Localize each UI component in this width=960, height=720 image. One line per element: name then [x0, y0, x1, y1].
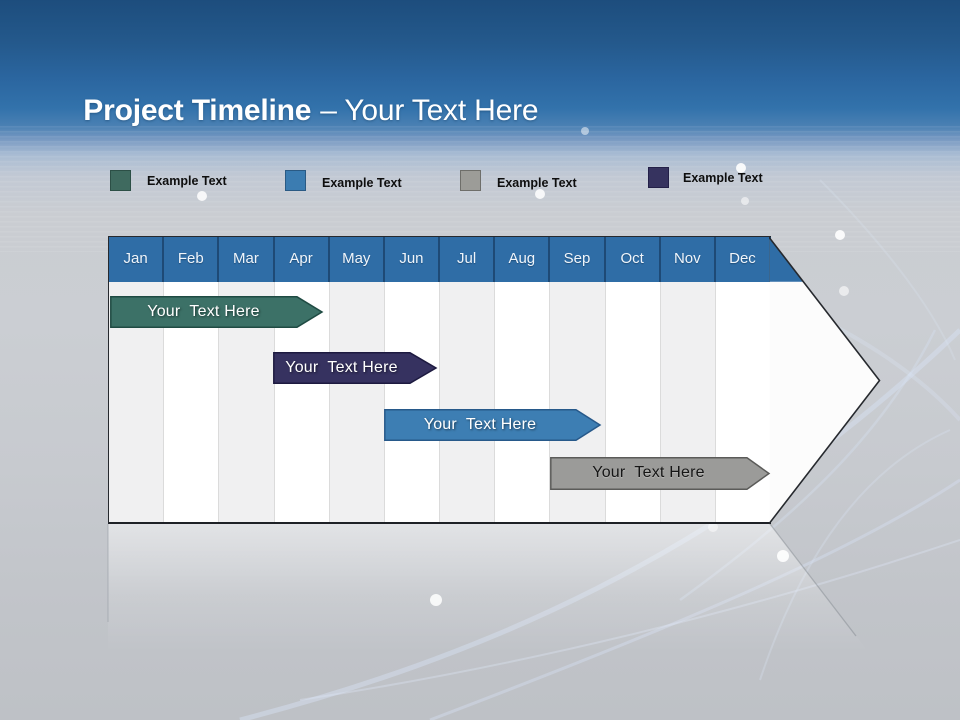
- month-cell-oct: Oct: [606, 237, 661, 282]
- slide-title: Project Timeline– Your Text Here: [67, 60, 538, 128]
- month-cell-feb: Feb: [164, 237, 220, 282]
- month-cell-jul: Jul: [440, 237, 496, 282]
- task-bar-label: Your Text Here: [592, 464, 705, 481]
- month-cell-mar: Mar: [219, 237, 275, 282]
- legend-swatch-gray: [460, 170, 481, 191]
- grid-column: [495, 282, 551, 522]
- month-cell-nov: Nov: [661, 237, 716, 282]
- legend-label: Example Text: [147, 174, 227, 188]
- month-cell-aug: Aug: [495, 237, 551, 282]
- legend-swatch-blue: [285, 170, 306, 191]
- month-cell-may: May: [330, 237, 385, 282]
- month-cell-jun: Jun: [385, 237, 441, 282]
- month-cell-dec: Dec: [716, 237, 772, 282]
- legend-label: Example Text: [683, 171, 763, 185]
- task-bar: Your Text Here: [273, 352, 438, 384]
- grid-column: [384, 282, 441, 522]
- task-bar-label: Your Text Here: [147, 303, 260, 320]
- task-bar: Your Text Here: [550, 457, 771, 490]
- task-bar-shape: [110, 296, 324, 328]
- title-secondary: – Your Text Here: [320, 94, 539, 127]
- grid-column: [440, 282, 496, 522]
- task-bar-label: Your Text Here: [423, 416, 537, 433]
- task-bar-shape: [384, 409, 602, 441]
- month-cell-apr: Apr: [275, 237, 330, 282]
- legend-label: Example Text: [497, 176, 577, 190]
- task-bar-shape: [273, 352, 438, 384]
- month-header: Jan Feb Mar Apr May Jun Jul Aug Sep Oct …: [109, 237, 772, 282]
- month-cell-jan: Jan: [109, 237, 165, 282]
- task-bar-label: Your Text Here: [285, 359, 398, 376]
- task-bar: Your Text Here: [110, 296, 324, 328]
- legend-swatch-navy: [648, 167, 669, 188]
- task-bar-shape: [550, 457, 771, 490]
- legend-swatch-teal: [110, 170, 131, 191]
- grid-column: [329, 282, 385, 522]
- title-emphasis: Project Timeline: [83, 94, 312, 127]
- legend-label: Example Text: [322, 176, 402, 190]
- task-bar: Your Text Here: [384, 409, 602, 441]
- month-cell-sep: Sep: [550, 237, 606, 282]
